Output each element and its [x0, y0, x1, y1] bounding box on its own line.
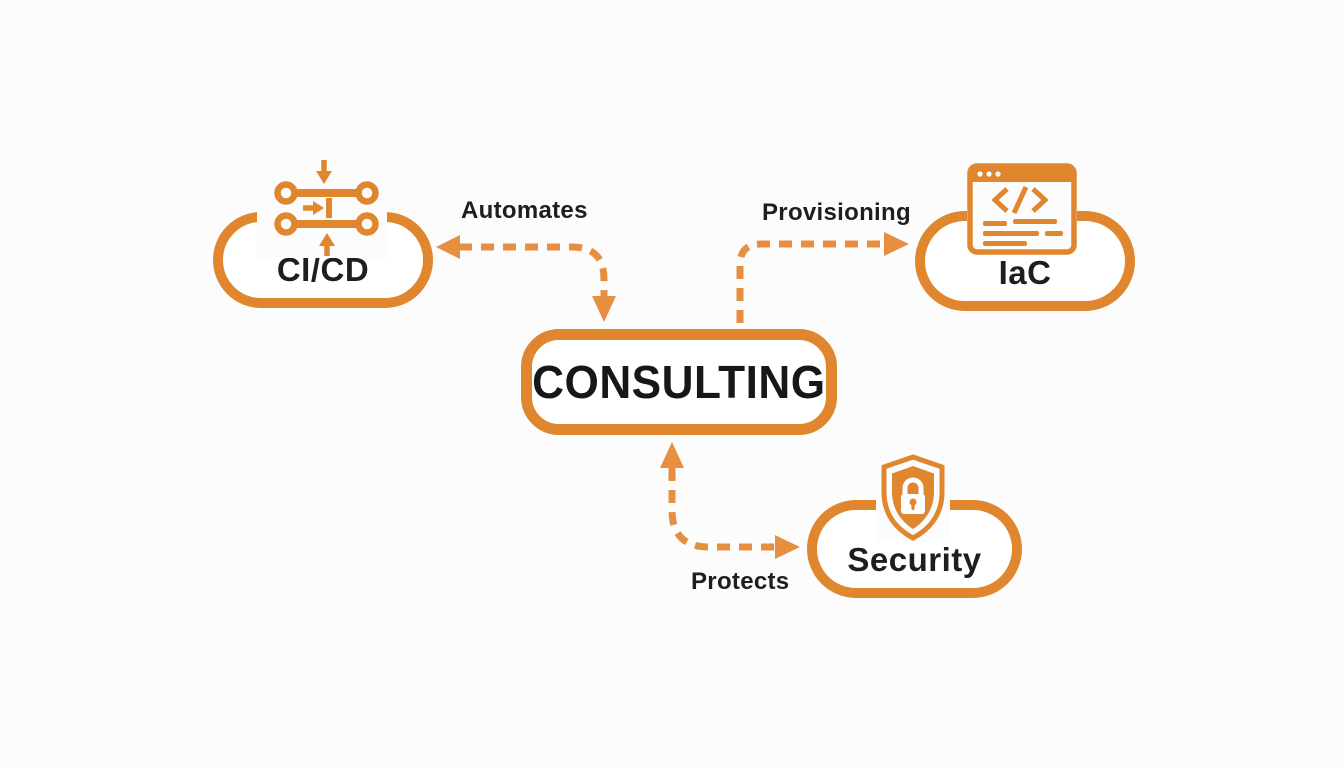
edge-consulting-iac	[736, 232, 909, 323]
arrowhead-to-cicd	[436, 235, 460, 259]
node-iac-label: IaC	[998, 254, 1052, 291]
node-consulting: CONSULTING	[521, 329, 837, 435]
arrowhead-to-iac	[884, 232, 909, 256]
pipeline-icon	[257, 158, 387, 258]
arrowhead-to-consulting-top	[592, 296, 616, 322]
edge-label-automates: Automates	[461, 197, 588, 224]
node-cicd-label: CI/CD	[276, 251, 370, 288]
edge-label-provisioning: Provisioning	[762, 199, 911, 226]
edge-consulting-security	[660, 442, 800, 559]
edge-label-protects: Protects	[691, 568, 790, 595]
node-consulting-label: CONSULTING	[532, 356, 826, 408]
edge-consulting-cicd	[436, 235, 616, 322]
arrowhead-to-security	[775, 535, 800, 559]
shield-lock-icon	[876, 454, 950, 542]
arrowhead-to-consulting-bottom	[660, 442, 684, 468]
node-security-label: Security	[847, 541, 982, 578]
code-window-icon	[967, 163, 1077, 255]
